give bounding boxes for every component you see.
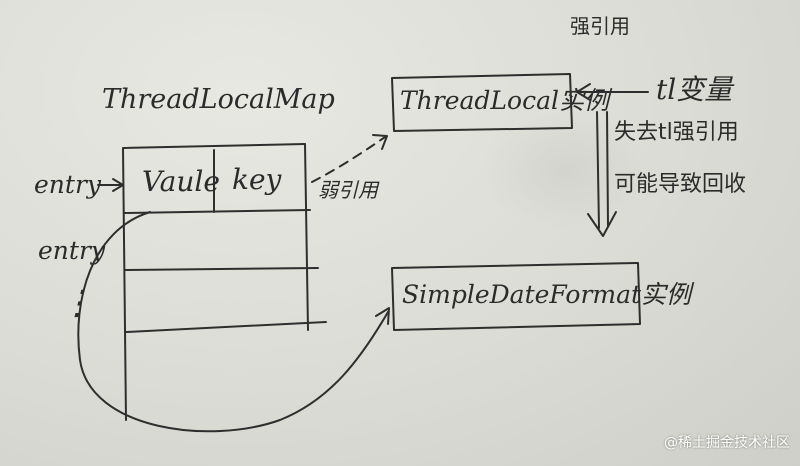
sdf-instance-box: [391, 262, 641, 331]
watermark-text: @稀土掘金技术社区: [664, 435, 790, 451]
map-row-divider-1: [123, 209, 311, 214]
value-ref-arrow-head: [375, 307, 390, 325]
map-table-left: [122, 147, 127, 421]
lost-ref-label-line2: 可能导致回收: [614, 172, 747, 197]
map-row-divider-2: [124, 267, 319, 271]
entry-label-2: entry: [38, 236, 106, 265]
lost-ref-arrow-head: [587, 211, 617, 237]
tl-instance-label: ThreadLocal实例: [400, 86, 609, 115]
map-column-key: key: [232, 163, 282, 196]
map-table-right: [304, 143, 309, 331]
weak-ref-arrow-head: [372, 134, 388, 150]
weak-ref-arrow-line: [311, 136, 386, 183]
lost-ref-arrow-right: [606, 111, 609, 227]
weak-ref-label: 弱引用: [318, 178, 378, 202]
value-ref-curve: [77, 211, 389, 433]
map-table-top: [123, 143, 306, 149]
map-title: ThreadLocalMap: [102, 84, 335, 115]
strong-ref-label: 强引用: [570, 14, 630, 38]
tl-variable-label: tl变量: [656, 73, 733, 106]
sdf-instance-label: SimpleDateFormat实例: [402, 280, 692, 309]
tl-var-arrow-head: [576, 83, 591, 101]
entry-arrow-head: [112, 178, 124, 192]
entry-ellipsis: ⋮: [60, 283, 94, 323]
lost-ref-label-line1: 失去tl强引用: [614, 120, 739, 145]
entry-label-1: entry: [34, 170, 102, 199]
map-column-value: Vaule: [142, 165, 220, 198]
lost-ref-arrow-left: [596, 111, 600, 229]
tl-instance-box: [391, 73, 573, 132]
map-row-divider-3: [125, 321, 327, 333]
